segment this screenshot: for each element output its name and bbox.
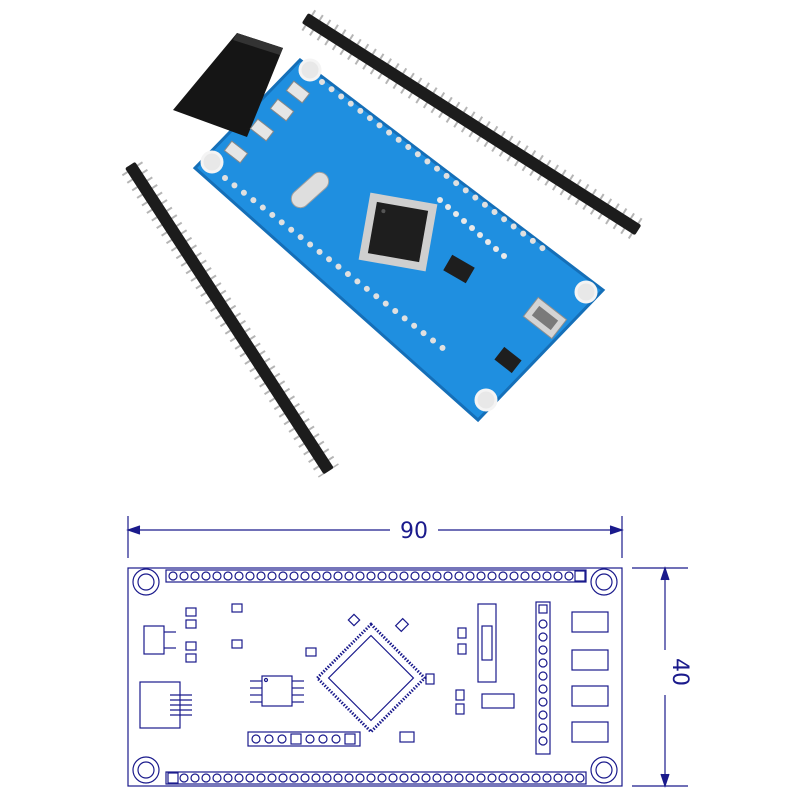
pin-header-bottom — [119, 158, 339, 478]
pcb-board — [173, 33, 606, 423]
usb-footprint — [139, 681, 192, 729]
eeprom-chip — [443, 254, 475, 284]
mounting-hole — [200, 150, 224, 174]
board-photo — [119, 7, 645, 478]
crystal-footprint — [477, 603, 497, 683]
side-pin-column — [535, 601, 551, 755]
female-header — [173, 33, 283, 137]
mounting-hole — [298, 58, 322, 82]
inner-pad-row — [437, 197, 507, 259]
button — [285, 80, 311, 104]
regulator — [494, 346, 522, 374]
button — [249, 118, 275, 142]
jumper-row — [247, 731, 361, 747]
width-label: 90 — [400, 519, 428, 544]
mounting-hole — [574, 280, 598, 304]
regulator-footprint — [143, 625, 165, 655]
mcu-footprint — [315, 622, 427, 734]
board-outline — [127, 567, 623, 787]
button-footprints — [571, 611, 609, 743]
usb-connector — [522, 296, 568, 340]
mounting-hole — [474, 388, 498, 412]
crystal — [290, 171, 330, 209]
mcu-chip — [358, 192, 438, 272]
dimension-drawing: 90 40 — [126, 516, 692, 788]
button — [269, 98, 295, 122]
bottom-pin-row — [167, 772, 585, 784]
button — [223, 140, 249, 164]
soic-footprint — [250, 675, 304, 707]
height-label: 40 — [667, 658, 692, 686]
top-pin-row — [168, 570, 586, 582]
pin-header-top — [298, 7, 645, 241]
